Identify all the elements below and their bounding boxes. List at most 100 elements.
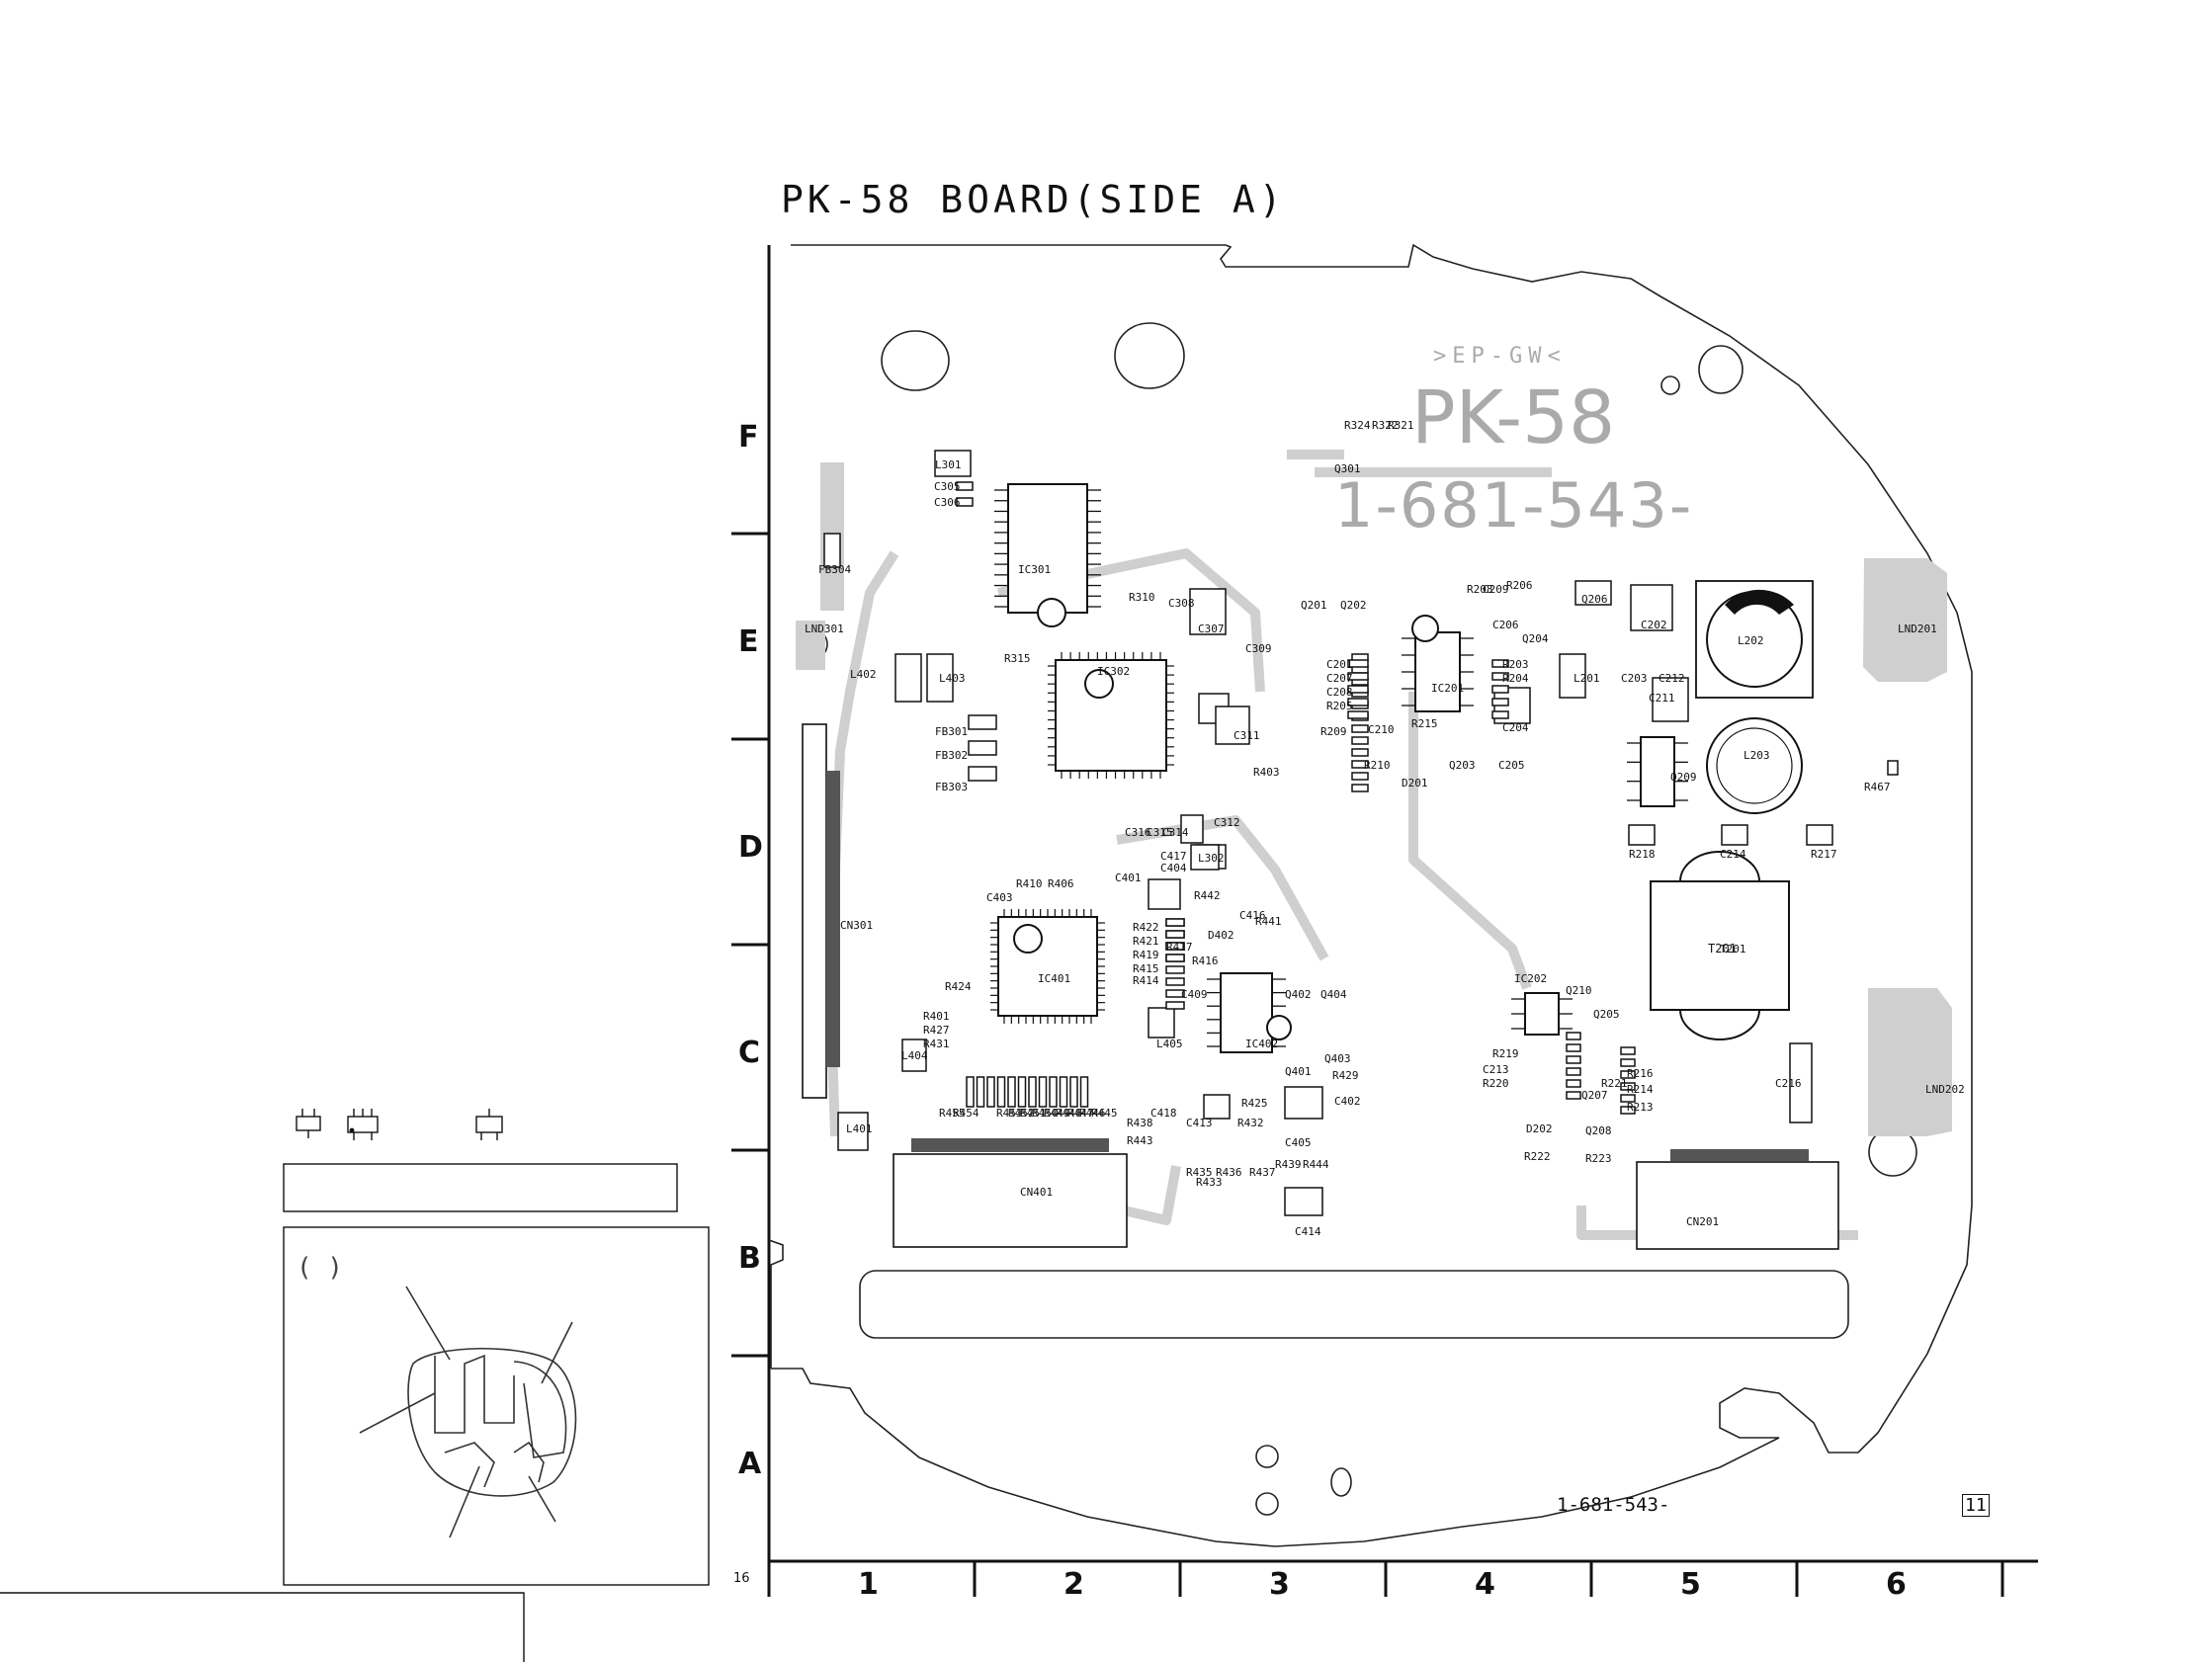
component-label: Q206 [1581, 593, 1608, 606]
component-label: FB301 [935, 725, 968, 738]
component-label: R453 [996, 1107, 1023, 1120]
component-label: LND201 [1898, 623, 1937, 635]
component-label: C213 [1483, 1063, 1509, 1076]
component-label: R450 [1032, 1107, 1059, 1120]
component-label: IC202 [1514, 972, 1547, 985]
component-label: R433 [1196, 1176, 1223, 1189]
component-label: L405 [1156, 1038, 1183, 1050]
component-label: R223 [1585, 1152, 1612, 1165]
component-label: R449 [1044, 1107, 1070, 1120]
component-label: C212 [1659, 672, 1685, 685]
component-label: C401 [1115, 872, 1142, 884]
component-label: C315 [1147, 826, 1173, 839]
component-label: R448 [1056, 1107, 1082, 1120]
component-label: R220 [1483, 1077, 1509, 1090]
row-label-c: C [738, 1036, 761, 1070]
component-label: R204 [1502, 672, 1529, 685]
component-label: D201 [1402, 777, 1428, 789]
component-label: R210 [1364, 759, 1391, 772]
component-label: C206 [1492, 619, 1519, 631]
component-label: R445 [1091, 1107, 1118, 1120]
component-label: C208 [1326, 686, 1353, 699]
component-label: R321 [1388, 419, 1414, 432]
col-label-3: 3 [1269, 1567, 1290, 1602]
component-label: R429 [1332, 1069, 1359, 1082]
component-label: Q404 [1320, 988, 1347, 1001]
component-label: R401 [923, 1010, 950, 1023]
component-label: LND301 [805, 623, 844, 635]
component-label: R441 [1255, 915, 1282, 928]
component-label: CN301 [840, 919, 873, 932]
component-label: C202 [1641, 619, 1667, 631]
col-label-1: 1 [858, 1567, 879, 1602]
component-label: C312 [1214, 816, 1240, 829]
component-label: R217 [1811, 848, 1837, 861]
component-label: C416 [1239, 909, 1266, 922]
component-label: R451 [1020, 1107, 1047, 1120]
component-label: Q205 [1593, 1008, 1620, 1021]
component-label: R214 [1627, 1083, 1654, 1096]
component-label: R215 [1411, 717, 1438, 730]
component-label: R454 [953, 1107, 979, 1120]
component-label: C203 [1621, 672, 1648, 685]
component-label: C417 [1160, 850, 1187, 863]
component-label: L202 [1738, 634, 1764, 647]
component-label: R324 [1344, 419, 1371, 432]
component-label: Q403 [1324, 1052, 1351, 1065]
component-label: CN401 [1020, 1186, 1053, 1199]
component-label: C307 [1198, 623, 1225, 635]
silk-code: >EP-GW< [1433, 344, 1567, 369]
component-label: R206 [1506, 579, 1533, 592]
component-label: C404 [1160, 862, 1187, 874]
component-label: R208 [1467, 583, 1493, 596]
component-label: IC302 [1097, 665, 1130, 678]
component-label: R455 [939, 1107, 966, 1120]
component-label: R213 [1627, 1101, 1654, 1114]
silk-name: PK-58 [1411, 375, 1616, 460]
component-label: C305 [934, 480, 961, 493]
row-label-f: F [738, 420, 759, 455]
component-label: Q301 [1334, 462, 1361, 475]
component-label: IC201 [1431, 682, 1464, 695]
component-label: C314 [1162, 826, 1189, 839]
component-label: R467 [1864, 781, 1891, 793]
component-label: R439 [1275, 1158, 1302, 1171]
component-label: C211 [1649, 692, 1675, 705]
component-label: C316 [1125, 826, 1151, 839]
component-label: R209 [1320, 725, 1347, 738]
component-label: Q402 [1285, 988, 1312, 1001]
component-label: R443 [1127, 1134, 1153, 1147]
row-label-d: D [738, 830, 763, 865]
component-label: D202 [1526, 1122, 1553, 1135]
component-label: R222 [1524, 1150, 1551, 1163]
component-label: R414 [1133, 974, 1159, 987]
component-label: C201 [1326, 658, 1353, 671]
component-label: R406 [1048, 877, 1074, 890]
component-label: R218 [1629, 848, 1656, 861]
component-label: R416 [1192, 955, 1219, 967]
component-label: L301 [935, 458, 962, 471]
component-label: C402 [1334, 1095, 1361, 1108]
component-label: Q209 [1670, 771, 1697, 784]
component-label: R436 [1216, 1166, 1242, 1179]
component-label: C204 [1502, 721, 1529, 734]
component-label: C210 [1368, 723, 1395, 736]
component-label: C418 [1150, 1107, 1177, 1120]
svg-text:T201: T201 [1708, 942, 1737, 956]
board-title: PK-58 BOARD(SIDE A) [781, 178, 1286, 221]
component-label: D402 [1208, 929, 1234, 942]
component-label: Q203 [1449, 759, 1476, 772]
component-label: R437 [1249, 1166, 1276, 1179]
row-label-a: A [738, 1447, 762, 1481]
component-label: R310 [1129, 591, 1155, 604]
component-label: C205 [1498, 759, 1525, 772]
component-label: R452 [1008, 1107, 1035, 1120]
silk-part-number: 1-681-543- [1334, 469, 1694, 541]
component-label: R438 [1127, 1117, 1153, 1129]
component-label: R421 [1133, 935, 1159, 948]
component-label: R221 [1601, 1077, 1628, 1090]
component-label: R446 [1079, 1107, 1106, 1120]
component-label: R205 [1326, 700, 1353, 712]
component-label: L404 [901, 1049, 928, 1062]
